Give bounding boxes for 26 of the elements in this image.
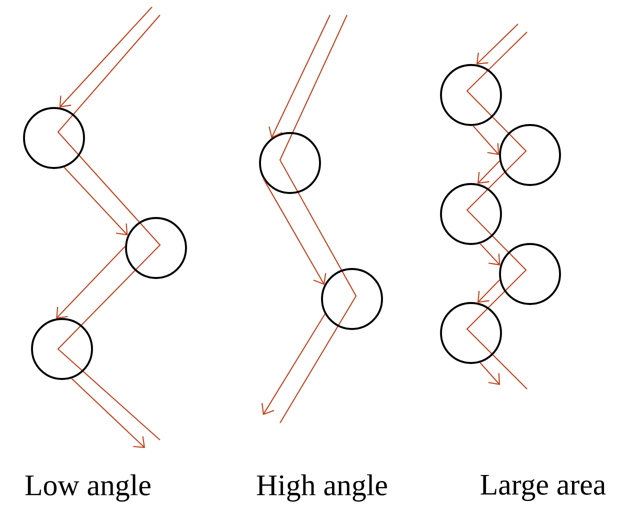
circle — [440, 302, 502, 364]
panel-caption: Large area — [480, 474, 606, 501]
circle — [259, 132, 321, 194]
arrow — [56, 246, 126, 319]
circle — [499, 243, 561, 305]
arrow — [263, 178, 326, 285]
circle — [440, 183, 502, 245]
arrow — [477, 280, 500, 303]
arrow — [477, 160, 500, 184]
arrow — [262, 314, 326, 415]
arrow — [480, 243, 500, 266]
arrow — [59, 6, 152, 108]
circle — [499, 124, 561, 186]
panel-caption: High angle — [256, 474, 387, 502]
circle — [440, 64, 502, 126]
circle — [23, 107, 85, 169]
arrow — [480, 362, 500, 385]
arrow — [71, 378, 145, 448]
circle — [321, 268, 383, 330]
arrow — [268, 14, 330, 138]
arrow — [476, 24, 518, 64]
panel-caption: Low angle — [25, 474, 150, 502]
arrow — [472, 126, 500, 155]
arrow — [64, 166, 128, 236]
circle — [125, 217, 187, 279]
circle — [31, 318, 93, 380]
